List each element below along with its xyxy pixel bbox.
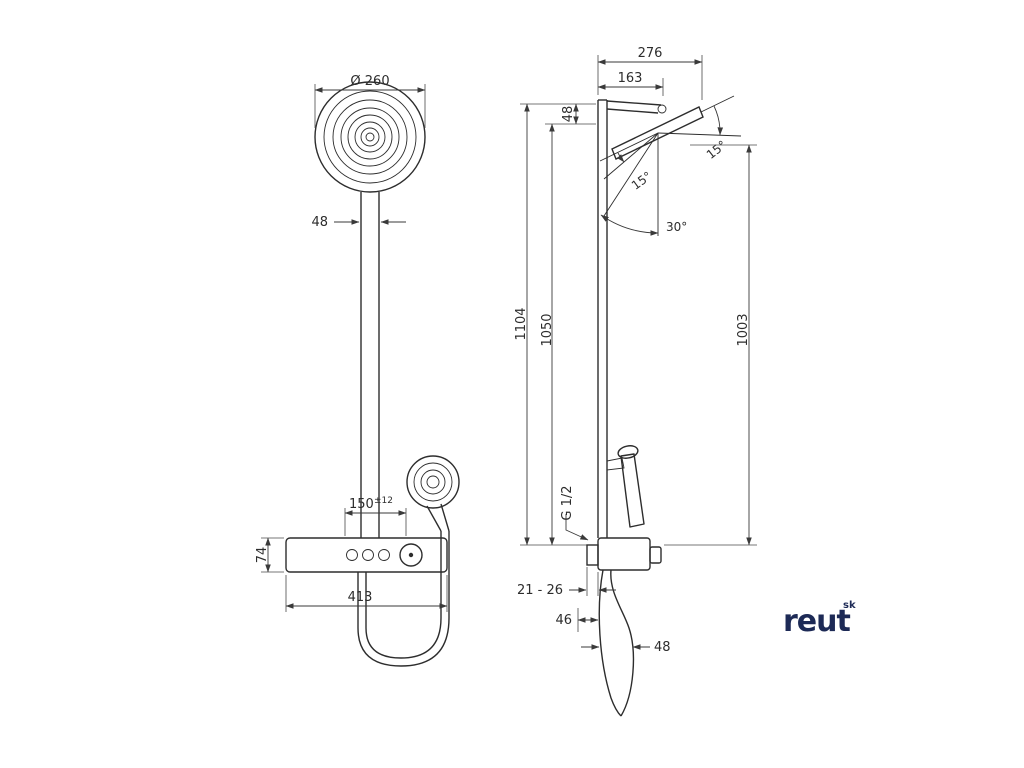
select-button: [346, 549, 358, 561]
shower-pipe-front: [360, 192, 380, 538]
dim-height-total-label: 1104: [514, 307, 529, 340]
select-button: [362, 549, 374, 561]
tilt-line: [603, 132, 659, 217]
dim-arm-163: 163: [597, 71, 664, 96]
head-plate: [611, 106, 704, 160]
thermostat-knob: [399, 543, 423, 567]
dim-body-width-413: 413: [285, 575, 448, 612]
dim-offset-tolerance-label: ±12: [374, 496, 393, 506]
dim-reach-label: 276: [638, 46, 663, 61]
logo-text: reut: [783, 604, 850, 639]
handshower-holder: [606, 457, 625, 471]
dim-offset-150: 150 ±12: [344, 496, 407, 536]
shower-head-side: [611, 106, 704, 160]
shower-plate-ring: [347, 114, 393, 160]
leader-line: [565, 514, 589, 541]
hand-shower-side: [606, 445, 645, 528]
dim-head-diameter: Ø 260: [314, 74, 426, 128]
dim-height-1050: 1050: [520, 123, 596, 546]
hose-outline: [365, 531, 442, 659]
wall-connection: [586, 544, 599, 566]
dim-height-1104: 1104: [514, 103, 530, 546]
tilt-line: [700, 95, 735, 113]
dim-wall-distance: 21 - 26: [517, 567, 616, 598]
head-tilt-annotations: 15° 15° 30°: [599, 95, 742, 236]
dim-height-bar-label: 1050: [540, 313, 555, 346]
shower-plate-ring: [323, 90, 417, 184]
overhead-shower-front: [314, 81, 426, 193]
handshower-ring: [420, 469, 446, 495]
angle-arc: [713, 105, 724, 136]
dim-height-1003: 1003: [664, 144, 757, 546]
shower-hose-side: [598, 569, 635, 717]
dim-wall-distance-label: 21 - 26: [517, 583, 563, 598]
valve-body: [597, 537, 651, 571]
shower-plate-ring: [365, 132, 375, 142]
brand-logo: reut sk: [783, 600, 856, 639]
dim-body-height-74: 74: [255, 537, 284, 573]
thread-label-g12: G 1/2: [560, 485, 589, 541]
tilt-line: [657, 132, 742, 137]
handshower-ring: [413, 462, 453, 502]
handshower-ring: [406, 455, 460, 509]
shower-hose-front: [357, 531, 450, 667]
dim-hose-loop-48: 48: [581, 640, 671, 655]
tilt-line: [599, 132, 659, 162]
shower-arm-side: [606, 100, 667, 114]
thermostat-knob-dot: [408, 552, 414, 558]
wall-bar-side: [597, 99, 608, 538]
handshower-handle-edge: [440, 503, 450, 532]
side-view: 15° 15° 30° 276 163 48 1104: [514, 46, 757, 717]
arm-edge: [606, 108, 659, 114]
shower-plate-ring: [314, 81, 426, 193]
dim-head-diameter-label: Ø 260: [350, 74, 389, 89]
dim-hose-offset-46: 46: [555, 608, 599, 632]
hose-outline: [610, 569, 635, 717]
arm-pivot: [657, 104, 667, 114]
tilt-line: [603, 132, 659, 180]
angle-right-label: 15°: [704, 138, 729, 162]
valve-body: [285, 537, 448, 573]
angle-arc: [600, 214, 659, 236]
hose-outline: [357, 531, 450, 667]
dim-hose-loop-label: 48: [654, 640, 671, 655]
dim-pipe-width: 48: [311, 215, 406, 230]
dim-hose-offset-label: 46: [555, 613, 572, 628]
shower-plate-ring: [360, 127, 380, 147]
arm-edge: [606, 100, 662, 106]
dim-head-edge-label: 48: [561, 106, 576, 123]
valve-body-side: [586, 537, 662, 571]
angle-arc: [616, 152, 625, 163]
dim-reach-276: 276: [597, 46, 703, 100]
hand-shower-front: [406, 455, 460, 532]
dim-body-width-label: 413: [348, 590, 373, 605]
dim-offset-label: 150: [349, 497, 374, 512]
logo-suffix: sk: [843, 600, 856, 611]
front-view: Ø 260 48: [255, 74, 460, 667]
dim-head-edge-48: 48: [520, 103, 596, 125]
shower-plate-ring: [340, 107, 400, 167]
dim-body-height-label: 74: [255, 547, 270, 564]
dim-arm-label: 163: [618, 71, 643, 86]
select-button: [378, 549, 390, 561]
angle-swivel-label: 30°: [666, 220, 687, 234]
shower-plate-ring: [332, 99, 408, 175]
dim-pipe-width-label: 48: [311, 215, 328, 230]
hose-outline: [598, 569, 622, 717]
handshower-ring: [426, 475, 440, 489]
handshower-handle-edge: [426, 505, 442, 532]
handshower-head: [617, 445, 639, 459]
valve-body-front: [285, 537, 448, 573]
valve-knob: [649, 546, 662, 564]
dim-height-handshower-label: 1003: [736, 313, 751, 346]
shower-plate-ring: [354, 121, 386, 153]
thread-label: G 1/2: [560, 485, 575, 520]
handshower-handle: [620, 453, 645, 528]
